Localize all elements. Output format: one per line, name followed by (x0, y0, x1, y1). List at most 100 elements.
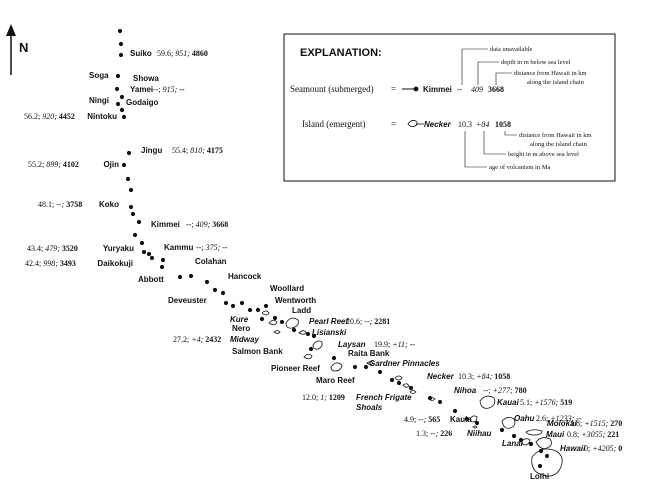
feature-salmon-bank-label: Salmon Bank (232, 347, 283, 356)
seamount-marker-icon (291, 327, 297, 333)
seamount-marker-icon (220, 290, 226, 296)
seamount-marker-icon (223, 300, 229, 306)
seamount-marker-icon (119, 107, 125, 113)
feature-ojin-label: Ojin (103, 160, 119, 169)
feature-suiko-age: 59.6; (157, 49, 173, 58)
legend-seamount-dot-icon (413, 86, 419, 92)
feature-lisianski-label: Lisianski (312, 328, 347, 337)
feature-yamei-age: --; (153, 85, 161, 94)
seamount-marker-icon (408, 385, 414, 391)
feature-niihau-distance: 226 (440, 429, 452, 438)
feature-nintoku-values: 56.2;920;4452 (24, 112, 75, 121)
island-niihau-outline-icon (469, 415, 478, 423)
seamount-marker-icon (118, 41, 124, 47)
feature-kammu-distance: -- (222, 243, 228, 252)
island-midway-outline-icon (268, 319, 278, 326)
feature-kimmei-values: --;409;3668 (186, 220, 228, 229)
feature-showa-label: Showa (133, 74, 159, 83)
feature-lanai-label: Lanai (502, 439, 524, 448)
seamount-marker-icon (139, 240, 145, 246)
feature-midway-values: 27.2;+4;2432 (173, 335, 221, 344)
feature-molokai-elevation: +1515; (584, 419, 608, 428)
island-necker-outline-icon (409, 390, 417, 394)
legend-island-distance: 1058 (495, 120, 511, 129)
feature-pearl-reef-age: 20.6; (346, 317, 362, 326)
legend-seamount-distance: 3668 (488, 85, 504, 94)
feature-laysan-label: Laysan (338, 340, 366, 349)
seamount-marker-icon (121, 162, 127, 168)
feature-maro-reef-label: Maro Reef (316, 376, 355, 385)
island-kauai-outline-icon (479, 395, 496, 409)
seamount-marker-icon (239, 300, 245, 306)
island-lisianski-outline-icon (298, 330, 307, 335)
seamount-marker-icon (118, 52, 124, 58)
feature-kauai-elevation: +1576; (534, 398, 558, 407)
feature-maui-distance: 221 (607, 430, 619, 439)
feature-kaula-values: 4.9;--;565 (404, 415, 440, 424)
feature-ningi-label: Ningi (89, 96, 109, 105)
island-nihoa-outline-icon (428, 397, 436, 401)
feature-kauai-values: 5.1;+1576;519 (520, 398, 572, 407)
feature-woollard-label: Woollard (270, 284, 304, 293)
seamount-marker-icon (121, 114, 127, 120)
seamount-marker-icon (511, 433, 517, 439)
seamount-marker-icon (389, 377, 395, 383)
feature-maui-values: 0.8;+3055;221 (567, 430, 619, 439)
legend-seamount-equals: = (391, 84, 396, 94)
seamount-marker-icon (331, 355, 337, 361)
feature-kammu-values: --;375;-- (196, 243, 228, 252)
feature-yuryaku-values: 43.4;479;3520 (27, 244, 78, 253)
feature-kimmei-elevation: 409; (196, 220, 211, 229)
feature-oahu-values: 2.6;+1233;-- (536, 414, 582, 423)
seamount-marker-icon (146, 251, 152, 257)
feature-laysan-values: 19.9;+11;-- (374, 340, 415, 349)
feature-midway-distance: 2432 (205, 335, 221, 344)
feature-pearl-reef-elevation: --; (364, 317, 372, 326)
feature-necker-age: 10.3; (458, 372, 474, 381)
feature-nihoa-age: --; (483, 386, 491, 395)
island-pearl-reef-outline-icon (285, 317, 299, 329)
seamount-marker-icon (130, 211, 136, 217)
feature-ojin-elevation: 899; (46, 160, 61, 169)
feature-necker-label: Necker (427, 372, 455, 381)
seamount-marker-icon (363, 364, 369, 370)
feature-kauai-age: 5.1; (520, 398, 532, 407)
feature-french-frigate-shoals-elevation: 1; (320, 393, 327, 402)
north-label: N (19, 40, 28, 55)
feature-suiko-label: Suiko (130, 49, 152, 58)
feature-jingu-age: 55.4; (172, 146, 188, 155)
seamount-marker-icon (263, 303, 269, 309)
feature-hawaii-distance: 0 (618, 444, 622, 453)
seamount-marker-icon (117, 28, 123, 34)
feature-koko-distance: 3758 (66, 200, 82, 209)
feature-koko-values: 48.1;--;3758 (38, 200, 82, 209)
feature-daikokuji-distance: 3493 (60, 259, 76, 268)
feature-jingu-values: 55.4;810;4175 (172, 146, 223, 155)
feature-oahu-label: Oahu (514, 414, 535, 423)
legend-island-note-1: distance from Hawaii in km (519, 132, 592, 139)
island-salmon-bank-outline-icon (273, 330, 281, 334)
seamount-marker-icon (230, 303, 236, 309)
feature-kauai-distance: 519 (560, 398, 572, 407)
feature-molokai-distance: 270 (610, 419, 622, 428)
feature-koko-elevation: --; (56, 200, 64, 209)
legend-island-category: Island (emergent) (302, 119, 366, 129)
feature-pearl-reef-values: 20.6;--;2281 (346, 317, 390, 326)
seamount-marker-icon (125, 176, 131, 182)
legend-island-age: 10.3 (458, 120, 472, 129)
legend-seamount-distance-pointer (495, 72, 512, 85)
legend-box (283, 33, 616, 182)
island-kaula-outline-icon (472, 425, 478, 429)
feature-godaigo-label: Godaigo (126, 98, 159, 107)
island-pioneer-reef-outline-icon (303, 353, 313, 360)
feature-necker-elevation: +84; (476, 372, 492, 381)
feature-soga-label: Soga (89, 71, 109, 80)
feature-nero-label: Nero (232, 324, 250, 333)
seamount-marker-icon (160, 257, 166, 263)
seamount-marker-icon (352, 364, 358, 370)
legend-island-equals: = (391, 119, 396, 129)
feature-french-frigate-shoals-age: 12.0; (302, 393, 318, 402)
seamount-marker-icon (308, 346, 314, 352)
